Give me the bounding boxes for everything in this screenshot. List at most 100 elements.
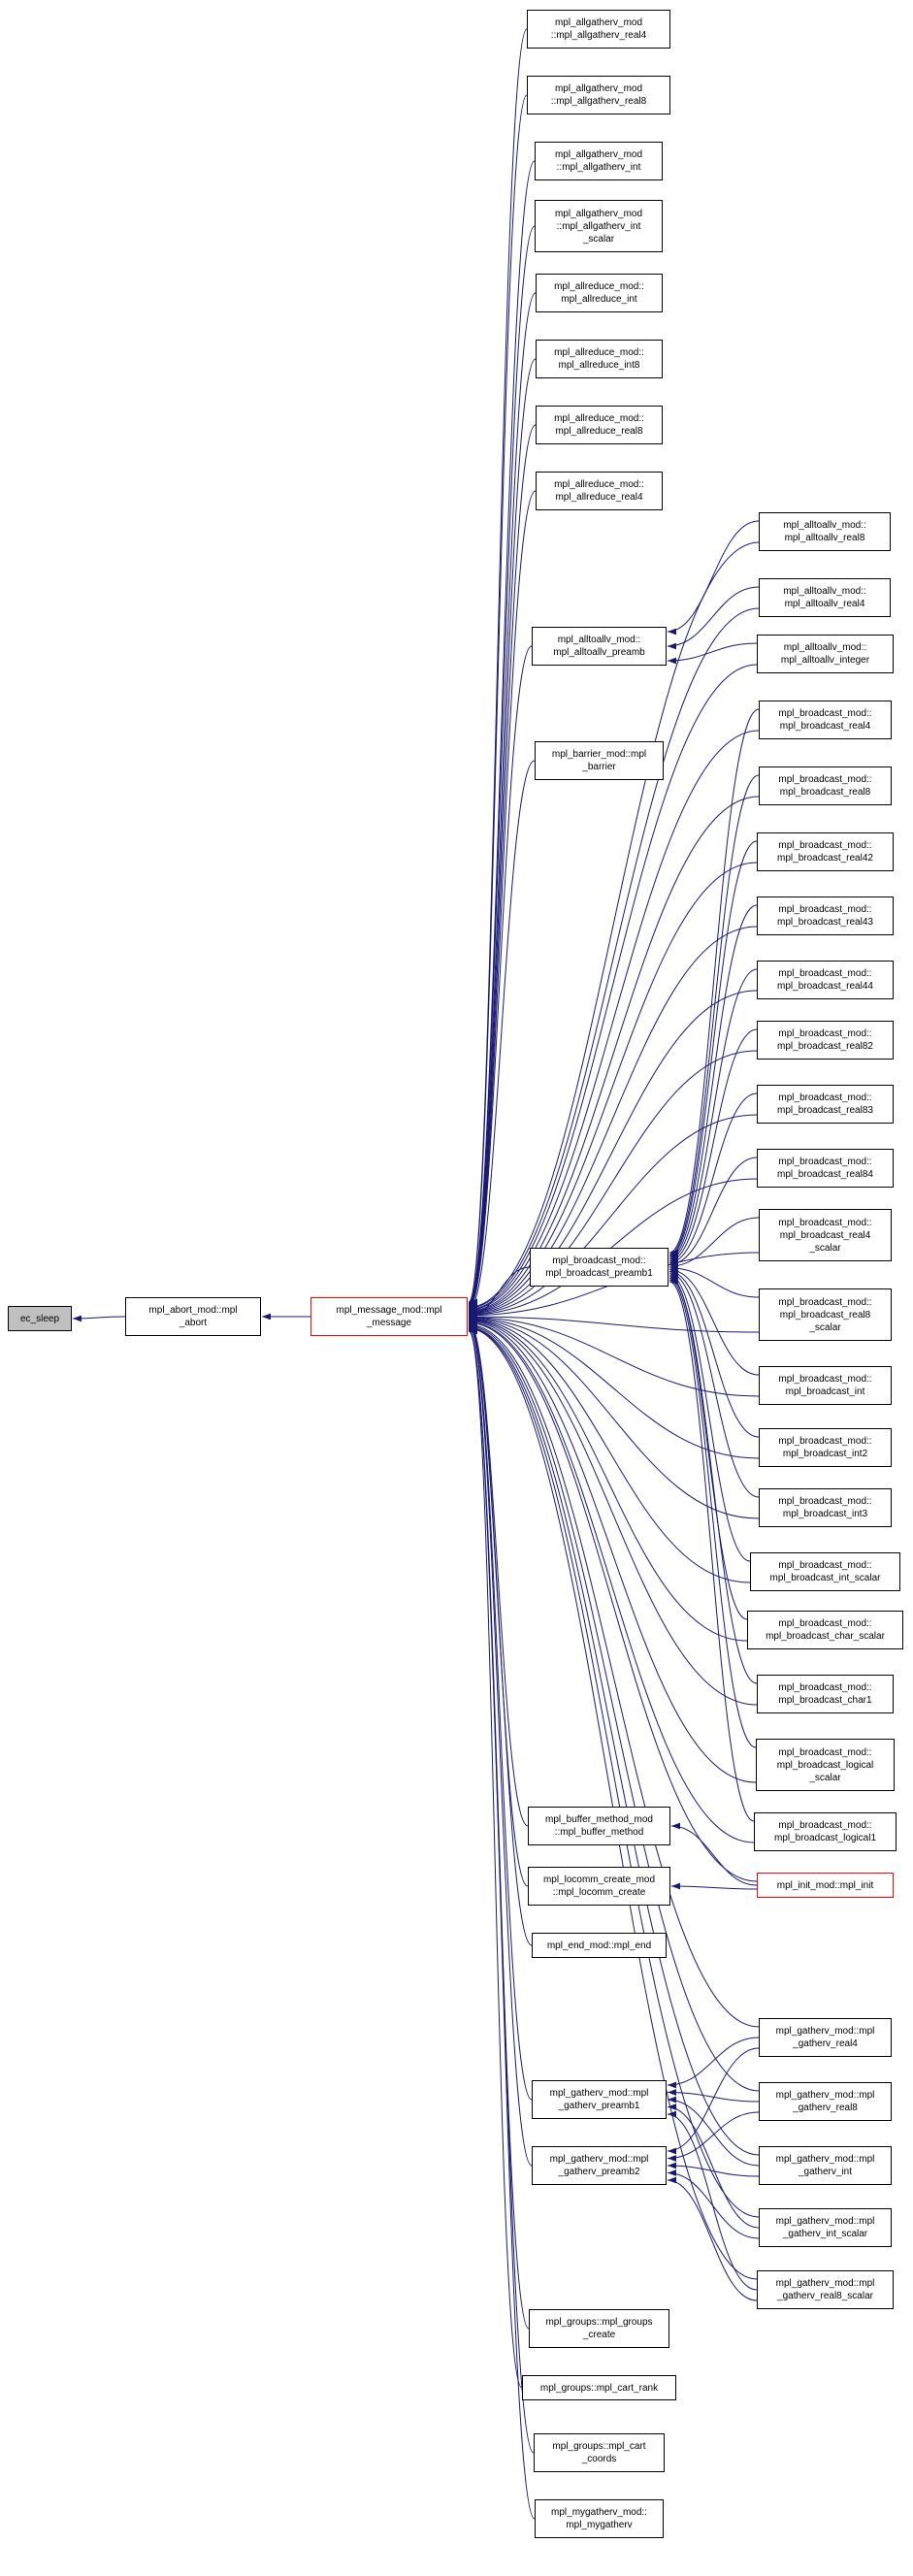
call-edge [667,2110,758,2291]
node-label-line: mpl_mygatherv [566,2520,633,2530]
node-label-line: _abort [179,1318,208,1328]
call-edge [468,1324,760,2218]
node-label-line: mpl_allreduce_mod:: [554,347,644,358]
node-label-line: mpl_broadcast_int3 [782,1509,868,1519]
graph-node-mpl_end[interactable]: mpl_end_mod::mpl_end [532,1933,667,1958]
graph-node-gatherv_int_scalar[interactable]: mpl_gatherv_mod::mpl_gatherv_int_scalar [759,2208,892,2247]
graph-node-alltoallv_real8[interactable]: mpl_alltoallv_mod::mpl_alltoallv_real8 [759,512,891,551]
graph-node-bcast_int[interactable]: mpl_broadcast_mod::mpl_broadcast_int [759,1366,892,1405]
node-label-line: mpl_broadcast_mod:: [778,904,872,915]
node-label-line: mpl_broadcast_int2 [782,1449,868,1459]
call-edge [468,1318,529,1827]
node-label-line: _scalar [582,233,615,245]
node-label-line: mpl_broadcast_real4 [779,1229,871,1241]
node-label-line: mpl_alltoallv_integer [780,655,870,666]
graph-node-bcast_real8_scalar[interactable]: mpl_broadcast_mod::mpl_broadcast_real8_s… [759,1288,892,1341]
graph-node-allreduce_real4[interactable]: mpl_allreduce_mod::mpl_allreduce_real4 [536,472,663,510]
node-label-line: _scalar [809,1772,841,1783]
graph-node-bcast_real44[interactable]: mpl_broadcast_mod::mpl_broadcast_real44 [757,961,894,999]
graph-node-buffer_method[interactable]: mpl_buffer_method_mod::mpl_buffer_method [528,1807,670,1845]
graph-node-bcast_real82[interactable]: mpl_broadcast_mod::mpl_broadcast_real82 [757,1021,894,1060]
graph-node-ec_sleep[interactable]: ec_sleep [8,1306,72,1331]
node-label-line: mpl_broadcast_mod:: [778,1028,872,1039]
graph-node-bcast_int_scalar[interactable]: mpl_broadcast_mod::mpl_broadcast_int_sca… [750,1552,900,1591]
node-label-line: mpl_allreduce_mod:: [554,281,644,292]
graph-node-bcast_logical_scalar[interactable]: mpl_broadcast_mod::mpl_broadcast_logical… [756,1739,895,1791]
call-edge [468,1050,758,1318]
graph-node-gatherv_preamb1[interactable]: mpl_gatherv_mod::mpl_gatherv_preamb1 [532,2080,667,2119]
node-label-line: mpl_broadcast_mod:: [778,1436,872,1447]
node-label-line: mpl_locomm_create_mod [542,1875,656,1885]
graph-node-gatherv_preamb2[interactable]: mpl_gatherv_mod::mpl_gatherv_preamb2 [532,2146,667,2185]
graph-node-allreduce_int8[interactable]: mpl_allreduce_mod::mpl_allreduce_int8 [536,340,663,378]
graph-node-allreduce_real8[interactable]: mpl_allreduce_mod::mpl_allreduce_real8 [536,406,663,444]
node-label-line: _barrier [582,762,616,772]
graph-node-mygatherv[interactable]: mpl_mygatherv_mod::mpl_mygatherv [535,2499,664,2538]
graph-node-mpl_message[interactable]: mpl_message_mod::mpl_message [310,1297,468,1336]
graph-node-bcast_real83[interactable]: mpl_broadcast_mod::mpl_broadcast_real83 [757,1085,894,1124]
graph-node-allgatherv_real8[interactable]: mpl_allgatherv_mod::mpl_allgatherv_real8 [527,76,670,114]
node-label-line: mpl_alltoallv_mod:: [783,642,867,653]
graph-node-allreduce_int[interactable]: mpl_allreduce_mod::mpl_allreduce_int [536,274,663,312]
graph-node-bcast_int2[interactable]: mpl_broadcast_mod::mpl_broadcast_int2 [759,1428,892,1467]
graph-node-bcast_char1[interactable]: mpl_broadcast_mod::mpl_broadcast_char1 [757,1675,894,1713]
graph-node-mpl_init[interactable]: mpl_init_mod::mpl_init [757,1873,894,1898]
graph-node-bcast_real42[interactable]: mpl_broadcast_mod::mpl_broadcast_real42 [757,832,894,871]
call-edge [668,1217,760,1270]
node-label-line: mpl_gatherv_mod::mpl [775,2026,875,2037]
graph-node-bcast_int3[interactable]: mpl_broadcast_mod::mpl_broadcast_int3 [759,1488,892,1527]
node-label-line: mpl_broadcast_real8 [779,1309,871,1321]
node-label-line: mpl_groups::mpl_cart [552,2441,646,2452]
graph-node-cart_coords[interactable]: mpl_groups::mpl_cart_coords [534,2433,665,2472]
call-edge [468,1323,533,2167]
graph-node-bcast_real43[interactable]: mpl_broadcast_mod::mpl_broadcast_real43 [757,897,894,935]
graph-node-groups_create[interactable]: mpl_groups::mpl_groups_create [529,2309,669,2348]
graph-node-gatherv_real8_scalar[interactable]: mpl_gatherv_mod::mpl_gatherv_real8_scala… [757,2270,894,2309]
graph-node-bcast_char_scalar[interactable]: mpl_broadcast_mod::mpl_broadcast_char_sc… [747,1611,903,1649]
node-label-line: mpl_allgatherv_mod [554,208,643,219]
graph-node-bcast_real8[interactable]: mpl_broadcast_mod::mpl_broadcast_real8 [759,766,892,805]
graph-node-gatherv_real8[interactable]: mpl_gatherv_mod::mpl_gatherv_real8 [759,2082,892,2121]
graph-node-alltoallv_real4[interactable]: mpl_alltoallv_mod::mpl_alltoallv_real4 [759,578,891,617]
graph-node-gatherv_int[interactable]: mpl_gatherv_mod::mpl_gatherv_int [759,2146,892,2185]
graph-node-allgatherv_int[interactable]: mpl_allgatherv_mod::mpl_allgatherv_int [535,142,663,180]
call-edge [468,225,536,1308]
node-label-line: mpl_broadcast_preamb1 [545,1268,653,1279]
node-label-line: mpl_broadcast_mod:: [552,1255,646,1266]
graph-node-alltoallv_preamb[interactable]: mpl_alltoallv_mod::mpl_alltoallv_preamb [532,627,667,666]
graph-node-bcast_real84[interactable]: mpl_broadcast_mod::mpl_broadcast_real84 [757,1149,894,1188]
call-edge [670,1822,758,1886]
node-label-line: mpl_broadcast_mod:: [778,708,872,719]
call-edge [468,926,758,1316]
graph-node-locomm_create[interactable]: mpl_locomm_create_mod::mpl_locomm_create [528,1867,670,1906]
node-label-line: mpl_allreduce_mod:: [554,479,644,490]
call-edge [670,1882,758,1890]
node-label-line: mpl_broadcast_mod:: [778,968,872,979]
graph-node-cart_rank[interactable]: mpl_groups::mpl_cart_rank [522,2375,676,2400]
graph-node-alltoallv_integer[interactable]: mpl_alltoallv_mod::mpl_alltoallv_integer [757,635,894,673]
graph-node-bcast_real4[interactable]: mpl_broadcast_mod::mpl_broadcast_real4 [759,701,892,739]
node-label-line: mpl_broadcast_real42 [777,853,873,864]
node-label-line: mpl_gatherv_mod::mpl [775,2278,875,2289]
node-label-line: mpl_broadcast_mod:: [778,1682,872,1693]
node-label-line: _gatherv_real8_scalar [777,2291,873,2301]
graph-node-gatherv_real4[interactable]: mpl_gatherv_mod::mpl_gatherv_real4 [759,2018,892,2057]
graph-node-bcast_logical1[interactable]: mpl_broadcast_mod::mpl_broadcast_logical… [754,1812,897,1851]
node-label-line: mpl_gatherv_mod::mpl [775,2216,875,2227]
node-label-line: _create [582,2330,616,2340]
graph-node-bcast_real4_scalar[interactable]: mpl_broadcast_mod::mpl_broadcast_real4_s… [759,1209,892,1261]
graph-node-allgatherv_real4[interactable]: mpl_allgatherv_mod::mpl_allgatherv_real4 [527,10,670,49]
graph-node-mpl_abort[interactable]: mpl_abort_mod::mpl_abort [125,1297,261,1336]
graph-node-allgatherv_int_scalar[interactable]: mpl_allgatherv_mod::mpl_allgatherv_int_s… [535,200,663,252]
graph-node-barrier[interactable]: mpl_barrier_mod::mpl_barrier [535,741,664,780]
graph-node-broadcast_preamb1[interactable]: mpl_broadcast_mod::mpl_broadcast_preamb1 [530,1248,668,1287]
node-label-line: mpl_broadcast_mod:: [778,1618,872,1629]
call-edge [667,520,760,636]
node-label-line: mpl_allgatherv_mod [554,149,643,160]
node-label-line: mpl_allreduce_int [561,294,637,305]
call-edge [468,664,758,1313]
node-label-line: mpl_broadcast_real44 [777,981,873,992]
call-edge [468,1178,758,1319]
